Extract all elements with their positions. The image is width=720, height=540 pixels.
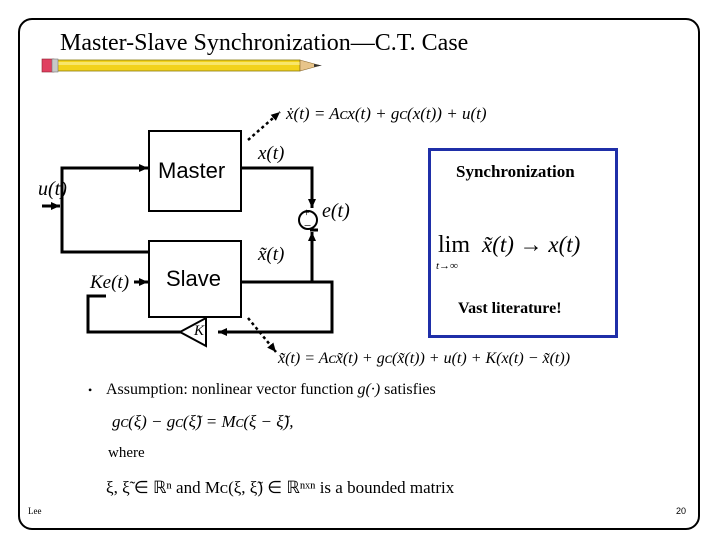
assumption-function: g(·): [357, 381, 381, 398]
assumption-lead: Assumption: nonlinear vector function: [106, 381, 354, 398]
gain-label: K: [194, 323, 205, 339]
error-label: e(t): [322, 200, 350, 222]
master-block: [148, 130, 242, 212]
slide-title: Master-Slave Synchronization—C.T. Case: [60, 30, 469, 56]
equation-two: ξ, ξ̃ ∈ ℝⁿ and Mᴄ(ξ, ξ̃) ∈ ℝⁿˣⁿ is a bou…: [106, 478, 455, 497]
summing-junction: [298, 210, 318, 230]
sync-note: Vast literature!: [458, 300, 562, 317]
sum-minus-sign: −: [304, 218, 312, 233]
footer-author: Lee: [28, 506, 42, 516]
master-equation: ẋ(t) = Aᴄx(t) + gᴄ(x(t)) + u(t): [286, 104, 487, 123]
slave-equation: x̃̇(t) = Aᴄx̃(t) + gᴄ(x̃(t)) + u(t) + K(…: [278, 350, 571, 367]
slide-frame: [18, 18, 700, 530]
slave-label: Slave: [166, 266, 222, 291]
master-label: Master: [158, 158, 226, 183]
limit-expression: x̃(t) → x(t): [482, 232, 581, 257]
where-text: where: [108, 445, 145, 461]
slave-output-label: x̃(t): [258, 244, 285, 265]
sync-heading: Synchronization: [456, 162, 575, 181]
limit-subscript: t→∞: [436, 260, 458, 272]
equation-one: gᴄ(ξ) − gᴄ(ξ̃) = Mᴄ(ξ − ξ̃),: [112, 412, 294, 431]
feedback-label: Ke(t): [90, 272, 130, 293]
slave-block: [148, 240, 242, 318]
input-label: u(t): [38, 178, 67, 200]
assumption-text: Assumption: nonlinear vector function g(…: [106, 381, 436, 399]
assumption-end: satisfies: [384, 381, 436, 398]
synchronization-box: [428, 148, 618, 338]
pencil-icon: [41, 58, 322, 73]
sum-plus-sign: +: [303, 205, 310, 219]
master-output-label: x(t): [258, 143, 285, 164]
page-number: 20: [676, 506, 687, 516]
limit-operator: lim: [438, 232, 471, 258]
bullet-point: •: [88, 383, 93, 397]
